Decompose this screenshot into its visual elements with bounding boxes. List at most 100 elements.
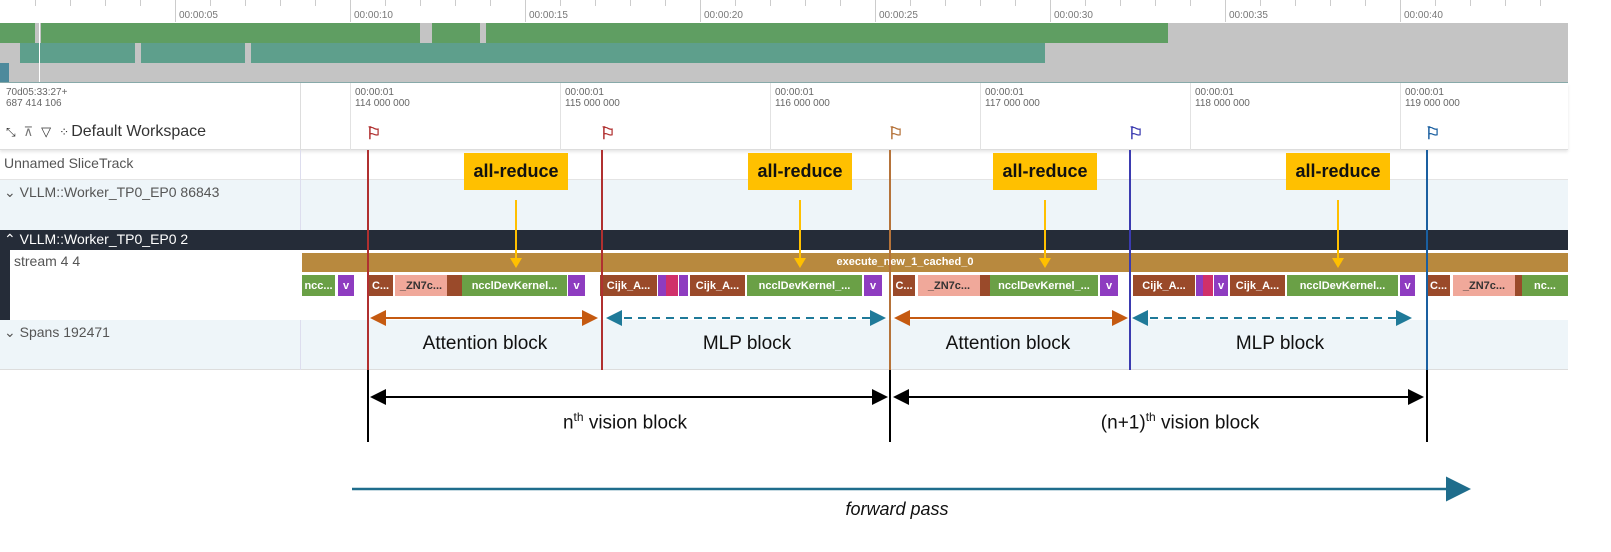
kernel-slice[interactable]: _ZN7c... bbox=[395, 275, 447, 296]
vision-n1-base: (n+1) bbox=[1100, 412, 1146, 434]
track-label: Unnamed SliceTrack bbox=[4, 155, 134, 171]
kernel-slice[interactable]: ncclDevKernel... bbox=[1287, 275, 1398, 296]
overview-minor-tick bbox=[1295, 0, 1296, 6]
kernel-slice[interactable] bbox=[666, 275, 678, 296]
flag-marker-line bbox=[1129, 150, 1131, 370]
overview-tick-label: 00:00:15 bbox=[529, 10, 568, 21]
track-label: ⌃ VLLM::Worker_TP0_EP0 2 bbox=[4, 231, 189, 247]
left-panel-divider bbox=[300, 83, 301, 150]
kernel-slice[interactable]: C... bbox=[1427, 275, 1450, 296]
overview-minor-tick bbox=[35, 0, 36, 6]
track-name: Spans 192471 bbox=[19, 324, 110, 340]
kernel-slice[interactable]: v bbox=[1400, 275, 1415, 296]
overview-tick-line bbox=[525, 0, 526, 22]
time-label-line1: 00:00:01 bbox=[355, 87, 394, 98]
kernel-slice[interactable]: ncclDevKernel_... bbox=[747, 275, 862, 296]
kernel-slice[interactable] bbox=[658, 275, 666, 296]
kernel-slice[interactable]: v bbox=[1100, 275, 1118, 296]
kernel-slice[interactable] bbox=[679, 275, 688, 296]
overview-tick-label: 00:00:40 bbox=[1404, 10, 1443, 21]
overview-minor-tick bbox=[1085, 0, 1086, 6]
offset-line2: 687 414 106 bbox=[6, 98, 62, 109]
flag-marker-icon[interactable]: ⚐ bbox=[888, 124, 904, 143]
flag-marker-icon[interactable]: ⚐ bbox=[600, 124, 616, 143]
overview-minor-tick bbox=[1400, 0, 1401, 6]
overview-minor-tick bbox=[665, 0, 666, 6]
flag-marker-line bbox=[889, 150, 891, 370]
kernel-slice[interactable] bbox=[1515, 275, 1522, 296]
overview-minor-tick bbox=[210, 0, 211, 6]
overview-minor-tick bbox=[1190, 0, 1191, 6]
workspace-label[interactable]: Default Workspace bbox=[71, 123, 207, 140]
kernel-slice[interactable]: Cijk_A... bbox=[600, 275, 657, 296]
kernel-slice[interactable]: C... bbox=[368, 275, 393, 296]
kernel-slice[interactable]: v bbox=[1214, 275, 1228, 296]
track-spans[interactable]: ⌄ Spans 192471 bbox=[0, 320, 1568, 370]
kernel-slice[interactable] bbox=[1196, 275, 1203, 296]
overview-gap bbox=[420, 23, 432, 43]
track-name: VLLM::Worker_TP0_EP0 86843 bbox=[19, 184, 220, 200]
overview-tick-label: 00:00:30 bbox=[1054, 10, 1093, 21]
flag-marker-icon[interactable]: ⚐ bbox=[1128, 124, 1144, 143]
overview-minor-tick bbox=[350, 0, 351, 6]
parent-slice[interactable]: execute_new_1_cached_0 bbox=[302, 253, 1568, 272]
flag-marker-icon[interactable]: ⚐ bbox=[366, 124, 382, 143]
overview-minor-tick bbox=[595, 0, 596, 6]
overview-tick-line bbox=[1400, 0, 1401, 22]
overview-cursor[interactable] bbox=[39, 23, 40, 82]
kernel-slice[interactable]: v bbox=[864, 275, 882, 296]
kernel-slice[interactable]: ncclDevKernel... bbox=[462, 275, 567, 296]
vision-n-sup: th bbox=[573, 410, 584, 424]
overview-minor-tick bbox=[910, 0, 911, 6]
overview-minor-tick bbox=[525, 0, 526, 6]
overview-minor-tick bbox=[1470, 0, 1471, 6]
kernel-slice[interactable] bbox=[447, 275, 462, 296]
overview-tick-label: 00:00:25 bbox=[879, 10, 918, 21]
kernel-slice[interactable]: v bbox=[338, 275, 354, 296]
kernel-slice[interactable] bbox=[1203, 275, 1213, 296]
attention-block-label: Attention block bbox=[945, 333, 1071, 354]
kernel-slice[interactable] bbox=[980, 275, 990, 296]
overview-minor-tick bbox=[105, 0, 106, 6]
timeline-header: 70d05:33:27+687 414 106 ⤡ ⊼ ▽ ⁘ Default … bbox=[0, 83, 1568, 150]
overview-tick-label: 00:00:20 bbox=[704, 10, 743, 21]
track-label: stream 4 4 bbox=[14, 253, 81, 269]
all-reduce-label: all-reduce bbox=[464, 153, 568, 190]
overview-minor-tick bbox=[770, 0, 771, 6]
kernel-slice[interactable]: Cijk_A... bbox=[1133, 275, 1195, 296]
collapse-all-icon[interactable]: ⤡ bbox=[6, 124, 16, 139]
all-reduce-arrow-head bbox=[1039, 258, 1051, 268]
kernel-slice[interactable]: Cijk_A... bbox=[690, 275, 745, 296]
flag-marker-icon[interactable]: ⚐ bbox=[1425, 124, 1441, 143]
track-worker-2-header[interactable]: ⌃ VLLM::Worker_TP0_EP0 2 bbox=[0, 230, 1568, 250]
overview-teal-band bbox=[20, 43, 1045, 63]
time-label-line2: 117 000 000 bbox=[985, 98, 1040, 109]
overview-minor-tick bbox=[70, 0, 71, 6]
track-label: ⌄ Spans 192471 bbox=[4, 324, 110, 340]
overview-minor-tick bbox=[385, 0, 386, 6]
kernel-slice[interactable]: _ZN7c... bbox=[1453, 275, 1515, 296]
all-reduce-arrow-head bbox=[510, 258, 522, 268]
kernel-slice[interactable]: ncc... bbox=[302, 275, 335, 296]
header-toolbar: ⤡ ⊼ ▽ ⁘ Default Workspace bbox=[6, 123, 206, 141]
kernel-slice[interactable]: nc... bbox=[1522, 275, 1568, 296]
overview-minor-tick bbox=[245, 0, 246, 6]
kernel-slice[interactable]: Cijk_A... bbox=[1230, 275, 1285, 296]
time-label-line1: 00:00:01 bbox=[1195, 87, 1234, 98]
kernel-slice[interactable]: C... bbox=[893, 275, 915, 296]
unpin-icon[interactable]: ⊼ bbox=[23, 124, 34, 139]
filter-icon[interactable]: ▽ bbox=[41, 124, 52, 139]
workspace-icon[interactable]: ⁘ bbox=[59, 125, 70, 139]
time-label-line1: 00:00:01 bbox=[775, 87, 814, 98]
flag-marker-line bbox=[1426, 150, 1428, 370]
overview-minor-tick bbox=[490, 0, 491, 6]
kernel-slice[interactable]: _ZN7c... bbox=[918, 275, 980, 296]
overview-minor-tick bbox=[315, 0, 316, 6]
kernel-slice[interactable]: v bbox=[568, 275, 585, 296]
kernel-slice[interactable]: ncclDevKernel_... bbox=[990, 275, 1098, 296]
overview-minor-tick bbox=[1505, 0, 1506, 6]
time-grid-line bbox=[350, 83, 351, 150]
